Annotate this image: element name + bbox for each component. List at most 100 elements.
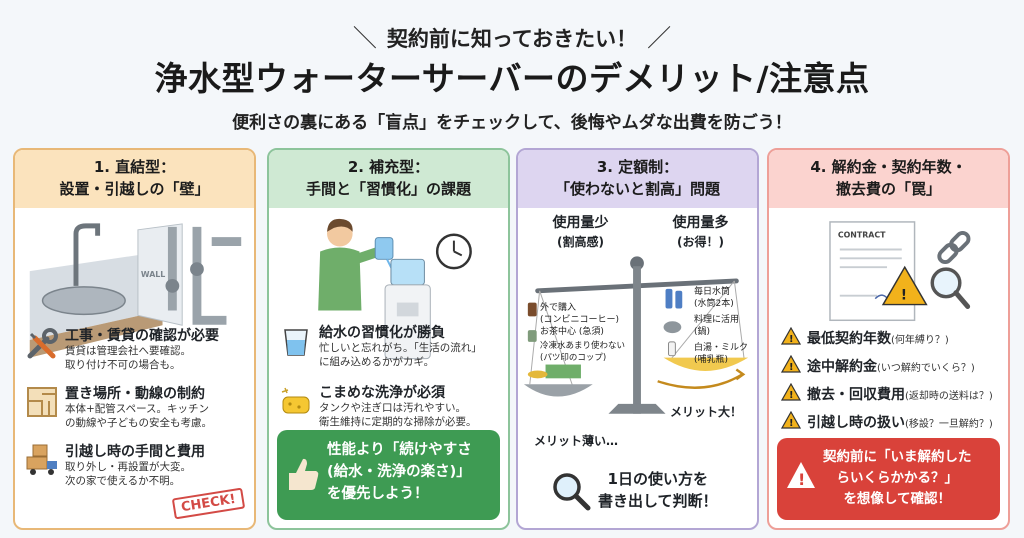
svg-text:!: !: [789, 390, 794, 401]
card-heading: 3. 定額制： 「使わないと割高」問題: [518, 150, 757, 208]
note: (水筒2本): [694, 299, 734, 309]
warning-icon: !: [787, 462, 815, 489]
item-title: 給水の習慣化が勝負: [319, 325, 445, 341]
eyebrow-text: 契約前に知っておきたい！: [386, 27, 638, 51]
note: (パツ印のコップ): [540, 353, 607, 363]
item-desc: 賃貸は管理会社へ要確認。取り付け不可の場合も。: [65, 344, 191, 372]
item-desc-line2: 衛生維持に定期的な掃除が必要。: [319, 416, 477, 428]
item-desc-line2: に組み込めるかがカギ。: [319, 356, 435, 368]
svg-text:!: !: [789, 418, 794, 429]
water-cup-icon: [284, 329, 308, 356]
low-usage-notes: 外で購入 (コンビニコーヒー) お茶中心 (急須): [540, 302, 619, 338]
decision-tip: 1日の使い方を 書き出して判断！: [598, 468, 718, 512]
note: 外で購入: [540, 303, 577, 313]
warning-icon: !: [781, 327, 801, 345]
high-usage-label: 使用量多 (お得！): [658, 214, 743, 252]
card-heading-line1: 2. 補充型：: [347, 158, 430, 176]
warning-text: 引越し時の扱い(移設？一旦解約？): [807, 412, 993, 432]
callout-line3: を想像して確認！: [843, 491, 952, 507]
warning-title: 途中解約金: [807, 359, 877, 375]
thumbs-up-icon: [289, 458, 319, 490]
item-title: 引越し時の手間と費用: [65, 444, 205, 460]
high-usage-notes-3: 白湯・ミルク (哺乳瓶): [694, 342, 748, 366]
high-usage-sub: (お得！): [677, 235, 724, 249]
svg-text:!: !: [901, 288, 907, 304]
item-title: 工事・賃貸の確認が必要: [65, 328, 219, 344]
card-heading-line2: 撤去費の「罠」: [835, 180, 941, 198]
card-heading: 2. 補充型： 手間と「習慣化」の課題: [269, 150, 508, 208]
callout-line3: を優先しよう！: [327, 486, 429, 502]
note: (哺乳瓶): [694, 355, 729, 365]
card-heading-line2: 手間と「習慣化」の課題: [305, 180, 471, 198]
item-desc: 忙しいと忘れがち。「生活の流れ」に組み込めるかがカギ。: [319, 341, 482, 369]
item-desc: 本体+配管スペース。キッチンの動線や子どもの安全も考慮。: [65, 402, 212, 430]
low-usage-label: 使用量少 (割高感): [538, 214, 623, 252]
floor-plan-icon: [27, 387, 57, 417]
refill-tip-callout: 性能より「続けやすさ (給水・洗浄の楽さ)」 を優先しよう！: [277, 430, 500, 520]
note: 料理に活用: [694, 315, 740, 325]
svg-text:!: !: [789, 362, 794, 373]
warning-title: 撤去・回収費用: [807, 387, 905, 403]
header: ＼契約前に知っておきたい！／ 浄水型ウォーターサーバーのデメリット/注意点 便利…: [0, 0, 1024, 146]
warning-note: (いつ解約でいくら？): [877, 363, 975, 374]
item-desc-line1: 取り外し・再設置が大変。: [65, 461, 191, 473]
magnifier-icon: [553, 473, 591, 511]
item-desc-line1: タンクや注ぎ口は汚れやすい。: [319, 402, 466, 414]
moving-truck-icon: [26, 444, 57, 475]
callout-text: 性能より「続けやすさ (給水・洗浄の楽さ)」 を優先しよう！: [327, 439, 472, 505]
high-usage-title: 使用量多: [672, 215, 729, 231]
item-desc-line2: 次の家で使えるか不明。: [65, 475, 181, 487]
slash-left-icon: ＼: [352, 24, 377, 52]
item-desc-line2: の動線や子どもの安全も考慮。: [65, 417, 212, 429]
warning-icon: !: [781, 355, 801, 373]
card-flat-rate: 3. 定額制： 「使わないと割高」問題 使用量少 (割高感) 使用量多 (お得！…: [516, 148, 759, 530]
callout-line1: 性能より「続けやすさ: [327, 442, 472, 458]
warning-text: 最低契約年数(何年縛り？): [807, 328, 949, 348]
high-usage-result: メリット大！: [670, 405, 743, 419]
note: 白湯・ミルク: [694, 343, 749, 353]
contract-illustration: CONTRACT !: [829, 221, 971, 322]
callout-line2: らいくらかかる？」: [836, 470, 959, 486]
check-stamp: CHECK!: [171, 487, 246, 520]
warning-title: 引越し時の扱い: [807, 415, 905, 431]
contract-label: CONTRACT: [838, 231, 886, 240]
decision-tip-line2: 書き出して判断！: [598, 492, 718, 510]
high-usage-notes-2: 料理に活用 (鍋): [694, 314, 739, 338]
card-heading-line1: 4. 解約金・契約年数・: [810, 158, 967, 176]
warning-icon: !: [781, 383, 801, 401]
warning-text: 撤去・回収費用(返却時の送料は？): [807, 384, 993, 404]
warning-note: (返却時の送料は？): [905, 391, 993, 402]
decision-tip-line1: 1日の使い方を: [607, 470, 708, 488]
card-heading: 4. 解約金・契約年数・ 撤去費の「罠」: [769, 150, 1008, 208]
callout-line1: 契約前に「いま解約した: [823, 449, 972, 465]
low-usage-notes-2: 冷凍水あまり使わない (パツ印のコップ): [540, 340, 625, 364]
card-direct-type: 1. 直結型： 設置・引越しの「壁」 WALL 工事・賃貸の確認が必要 賃貸は管…: [13, 148, 256, 530]
warning-note: (移設？一旦解約？): [905, 419, 993, 430]
card-heading: 1. 直結型： 設置・引越しの「壁」: [15, 150, 254, 208]
note: 毎日水筒: [694, 287, 731, 297]
item-title: 置き場所・動線の制約: [65, 386, 205, 402]
warning-title: 最低契約年数: [807, 331, 891, 347]
low-usage-title: 使用量少: [552, 215, 609, 231]
low-usage-sub: (割高感): [557, 235, 604, 249]
warning-text: 途中解約金(いつ解約でいくら？): [807, 356, 975, 376]
item-desc-line1: 忙しいと忘れがち。「生活の流れ」: [319, 342, 482, 354]
warning-icon: !: [781, 411, 801, 429]
item-title: こまめな洗浄が必須: [319, 385, 445, 401]
item-desc: タンクや注ぎ口は汚れやすい。衛生維持に定期的な掃除が必要。: [319, 401, 477, 429]
cancellation-tip-callout: ! 契約前に「いま解約した らいくらかかる？」 を想像して確認！: [777, 438, 1000, 520]
card-heading-line1: 3. 定額制：: [596, 158, 679, 176]
kitchen-sink-illustration: WALL: [29, 223, 242, 358]
svg-text:!: !: [789, 334, 794, 345]
refilling-person-illustration: [318, 218, 472, 360]
sponge-icon: [281, 387, 310, 414]
high-usage-notes: 毎日水筒 (水筒2本): [694, 286, 734, 310]
card-heading-line2: 「使わないと割高」問題: [554, 180, 720, 198]
callout-text: 契約前に「いま解約した らいくらかかる？」 を想像して確認！: [823, 447, 972, 510]
card-refill-type: 2. 補充型： 手間と「習慣化」の課題 給水の習慣化が勝負 忙しいと忘れがち。「…: [267, 148, 510, 530]
card-heading-line2: 設置・引越しの「壁」: [59, 180, 210, 198]
item-desc: 取り外し・再設置が大変。次の家で使えるか不明。: [65, 460, 191, 488]
item-desc-line1: 本体+配管スペース。キッチン: [65, 403, 210, 415]
note: お茶中心 (急須): [540, 327, 604, 337]
slash-right-icon: ／: [647, 24, 672, 52]
